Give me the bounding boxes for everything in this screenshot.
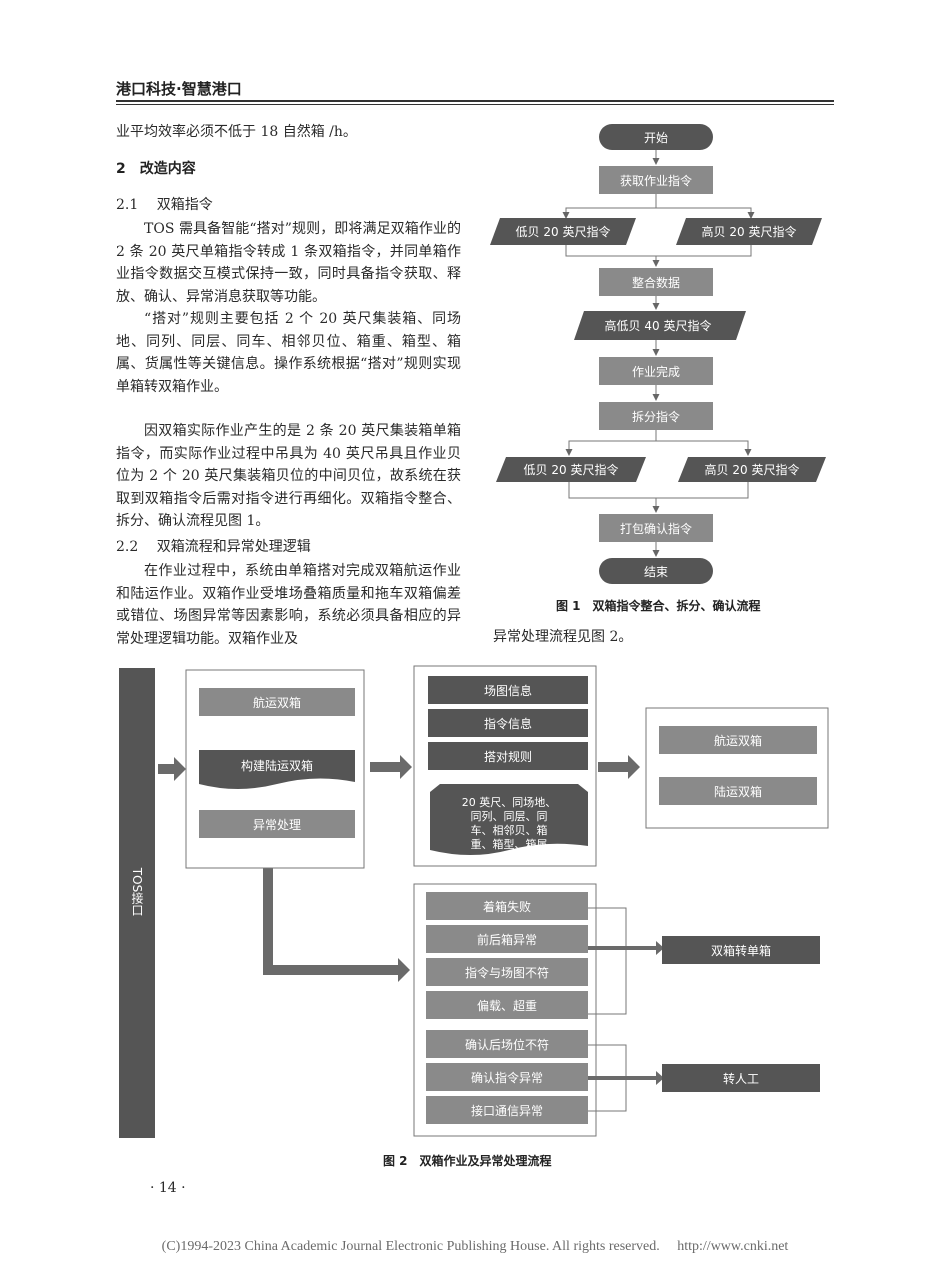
subsection-heading: 2.2 双箱流程和异常处理逻辑 — [116, 539, 311, 555]
box2-yard-info-label: 场图信息 — [484, 683, 532, 698]
box3-shipping-label: 航运双箱 — [714, 733, 762, 748]
arrow-box1-to-box2 — [370, 755, 412, 779]
bracket-single — [588, 907, 627, 1015]
work-done-label: 作业完成 — [632, 364, 680, 379]
exception-label: 着箱失败 — [483, 899, 531, 914]
page-number: · 14 · — [150, 1180, 186, 1196]
box2-detail-line: 同列、同层、同 — [471, 809, 548, 823]
box2-detail-line: 重、箱型、箱属 — [471, 837, 548, 851]
low-bay-node-1 — [490, 218, 636, 245]
get-command-node — [599, 166, 713, 194]
manual-label: 转人工 — [723, 1071, 759, 1086]
single-box-node — [662, 936, 820, 964]
box1-exception-node — [199, 810, 355, 838]
arrow-to-single — [588, 941, 664, 955]
high-bay-node-2 — [678, 457, 826, 482]
box1-exception-label: 异常处理 — [253, 818, 301, 832]
exception-label: 前后箱异常 — [477, 932, 537, 947]
exception-node — [426, 925, 588, 953]
paragraph: TOS 需具备智能“搭对”规则，即将满足双箱作业的 2 条 20 英尺单箱指令转… — [116, 221, 461, 305]
exception-node — [426, 1063, 588, 1091]
paragraph: 在作业过程中，系统由单箱搭对完成双箱航运作业和陆运作业。双箱作业受堆场叠箱质量和… — [116, 563, 461, 647]
single-box-label: 双箱转单箱 — [711, 943, 771, 958]
section-heading: 2 改造内容 — [116, 161, 196, 177]
tos-interface-bar — [119, 668, 155, 1138]
integrate-label: 整合数据 — [632, 275, 680, 290]
box3-land-label: 陆运双箱 — [714, 784, 762, 799]
pack-confirm-label: 打包确认指令 — [620, 521, 692, 536]
integrate-node — [599, 268, 713, 296]
text-line: 业平均效率必须不低于 18 自然箱 /h。 — [116, 124, 357, 140]
tos-interface-label: TOS接口 — [130, 867, 144, 916]
figure1-caption: 图 1 双箱指令整合、拆分、确认流程 — [556, 599, 761, 613]
high-bay-node-1 — [676, 218, 822, 245]
box1-build-land-label: 构建陆运双箱 — [241, 758, 313, 773]
exception-node — [426, 1030, 588, 1058]
box2-detail-line: 20 英尺、同场地、 — [462, 795, 557, 809]
exception-node — [426, 892, 588, 920]
box3-shipping-node — [659, 726, 817, 754]
exception-node — [426, 991, 588, 1019]
arrow-tos-to-box1 — [158, 757, 186, 781]
figure2-flowchart: TOS接口 航运双箱 构建陆运双箱 异常处理 场图信息 指令信息 搭对规则 20… — [119, 665, 829, 1138]
box2-yard-info-node — [428, 676, 588, 704]
header-rule-thin — [116, 104, 834, 105]
exception-label: 确认后场位不符 — [465, 1037, 549, 1052]
split-label: 拆分指令 — [632, 409, 680, 424]
subsection-heading: 2.1 双箱指令 — [116, 197, 213, 213]
paragraph: 因双箱实际作业产生的是 2 条 20 英尺集装箱单箱指令，而实际作业过程中吊具为… — [116, 423, 461, 530]
exception-node — [426, 1096, 588, 1124]
exception-node — [426, 958, 588, 986]
arrow-box2-to-box3 — [598, 755, 640, 779]
end-label: 结束 — [644, 565, 668, 579]
box2-cmd-info-node — [428, 709, 588, 737]
box1-shipping-node — [199, 688, 355, 716]
exception-label: 偏载、超重 — [477, 998, 537, 1013]
exception-label: 接口通信异常 — [471, 1103, 543, 1118]
high-bay-label-2: 高贝 20 英尺指令 — [705, 462, 800, 477]
box3-land-node — [659, 777, 817, 805]
low-bay-label-2: 低贝 20 英尺指令 — [524, 462, 619, 477]
low-bay-node-2 — [496, 457, 646, 482]
start-node — [599, 124, 713, 150]
header-rule — [116, 100, 834, 102]
work-done-node — [599, 357, 713, 385]
split-node — [599, 402, 713, 430]
pack-confirm-node — [599, 514, 713, 542]
journal-header-title: 港口科技·智慧港口 — [116, 80, 242, 98]
get-command-label: 获取作业指令 — [620, 173, 692, 188]
box1-shipping-label: 航运双箱 — [253, 695, 301, 710]
paragraph-continuation: 异常处理流程见图 2。 — [493, 629, 633, 645]
figure2-caption: 图 2 双箱作业及异常处理流程 — [383, 1154, 552, 1168]
end-node — [599, 558, 713, 584]
combined-node — [574, 311, 746, 340]
box2-detail-node — [430, 784, 588, 855]
box2-detail-line: 车、相邻贝、箱 — [471, 823, 548, 837]
box2-pair-rule-label: 搭对规则 — [484, 749, 532, 764]
box2-pair-rule-node — [428, 742, 588, 770]
figure1-flowchart: 开始 获取作业指令 低贝 20 英尺指令 高贝 20 英尺指令 整合数据 高低贝… — [490, 124, 826, 584]
copyright-footer: (C)1994-2023 China Academic Journal Elec… — [161, 1239, 789, 1254]
box2-cmd-info-label: 指令信息 — [484, 716, 532, 731]
manual-node — [662, 1064, 820, 1092]
box1-build-land-node — [199, 750, 355, 789]
exception-label: 确认指令异常 — [471, 1070, 543, 1085]
exception-label: 指令与场图不符 — [465, 965, 549, 980]
arrow-to-manual — [588, 1071, 664, 1085]
low-bay-label-1: 低贝 20 英尺指令 — [516, 224, 611, 239]
combined-label: 高低贝 40 英尺指令 — [605, 318, 712, 333]
paragraph: “搭对”规则主要包括 2 个 20 英尺集装箱、同场地、同列、同层、同车、相邻贝… — [116, 311, 461, 395]
start-label: 开始 — [644, 131, 668, 145]
high-bay-label-1: 高贝 20 英尺指令 — [702, 224, 797, 239]
arrow-exception-to-box4 — [263, 838, 410, 982]
